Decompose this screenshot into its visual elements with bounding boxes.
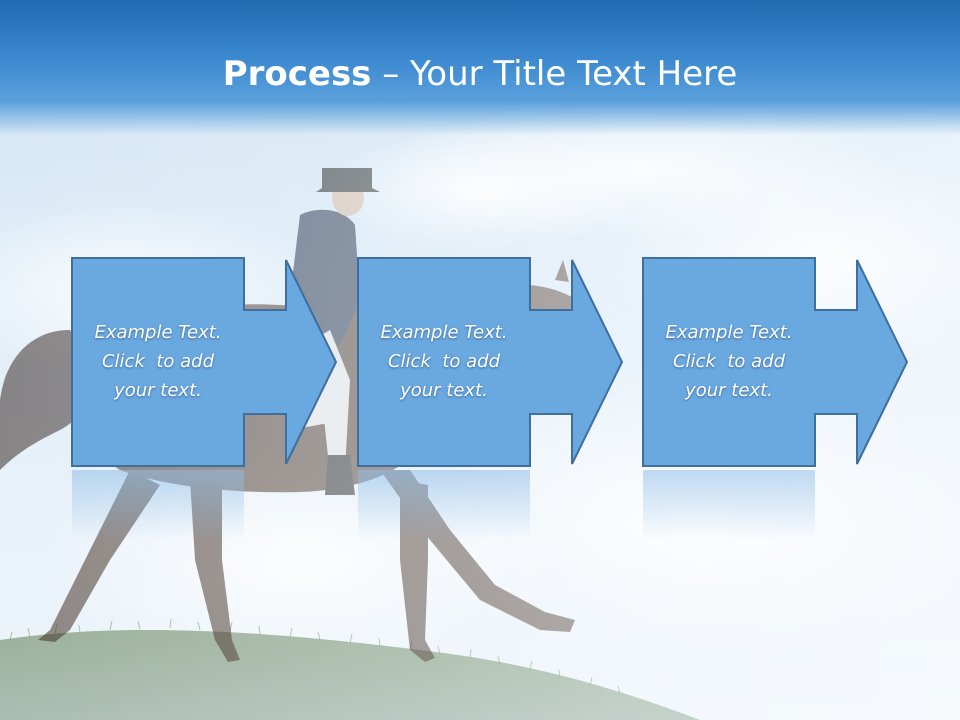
- step-2-line-3: your text.: [400, 379, 488, 401]
- title-band: [0, 0, 960, 135]
- slide-title[interactable]: Process – Your Title Text Here: [0, 52, 960, 96]
- step-1-line-3: your text.: [114, 379, 202, 401]
- step-2-line-2: Click to add: [387, 350, 500, 372]
- step-reflection-2: [358, 470, 530, 540]
- step-text-2[interactable]: Example Text. Click to add your text.: [358, 258, 530, 464]
- step-reflection-1: [72, 470, 244, 540]
- step-2-line-1: Example Text.: [380, 321, 508, 343]
- step-1-line-1: Example Text.: [94, 321, 222, 343]
- step-text-1[interactable]: Example Text. Click to add your text.: [72, 258, 244, 464]
- step-shape-2[interactable]: [357, 257, 624, 540]
- step-text-3[interactable]: Example Text. Click to add your text.: [643, 258, 815, 464]
- title-rest: – Your Title Text Here: [371, 54, 738, 94]
- step-shape-3[interactable]: [642, 257, 909, 540]
- step-3-line-1: Example Text.: [665, 321, 793, 343]
- step-3-line-2: Click to add: [672, 350, 785, 372]
- step-3-line-3: your text.: [685, 379, 773, 401]
- step-1-line-2: Click to add: [101, 350, 214, 372]
- title-bold: Process: [222, 54, 372, 94]
- step-shape-1[interactable]: [71, 257, 338, 540]
- step-reflection-3: [643, 470, 815, 540]
